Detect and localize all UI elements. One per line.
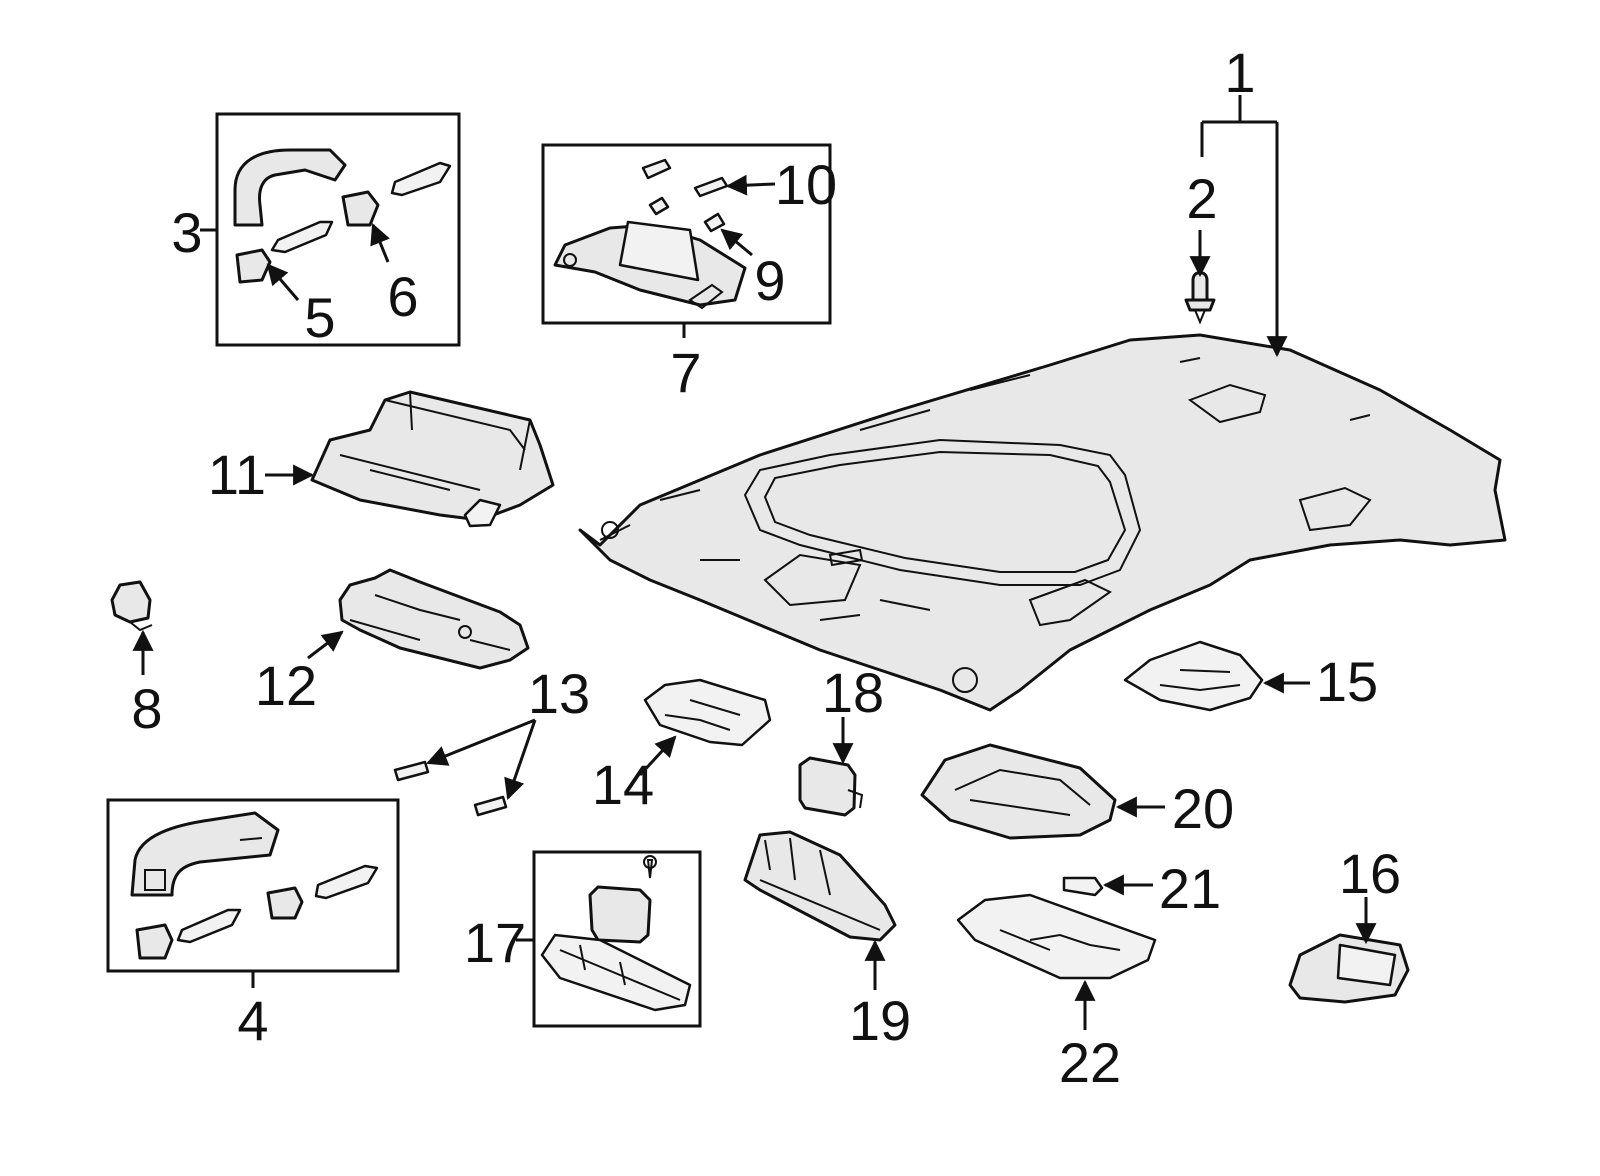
grab-handle-3 (233, 148, 347, 227)
callout-16: 16 (1339, 842, 1401, 905)
console-housing-12 (338, 568, 530, 670)
callout-18: 18 (822, 661, 884, 724)
handle-cap-6 (341, 190, 380, 227)
headliner-panel (578, 333, 1507, 712)
lamp-base-19 (743, 830, 897, 942)
visor-pin-9 (648, 196, 726, 233)
callout-6: 6 (387, 265, 418, 328)
callout-8: 8 (131, 677, 162, 740)
clip-fastener (1184, 271, 1216, 325)
lamp-module-17 (540, 855, 692, 1012)
handle-cap-5 (235, 248, 272, 284)
lens-22 (956, 893, 1157, 980)
callout-5: 5 (304, 286, 335, 349)
module-18 (798, 756, 864, 817)
callout-4: 4 (237, 989, 268, 1052)
callout-22: 22 (1059, 1031, 1121, 1094)
callout-20: 20 (1172, 777, 1234, 840)
callout-7: 7 (670, 341, 701, 404)
callout-14-leader (638, 735, 677, 777)
grab-handle-cap-4 (135, 886, 304, 960)
callout-12-leader (307, 630, 344, 660)
bulb-21 (1062, 876, 1104, 897)
callout-5-leader (266, 263, 300, 301)
callout-3: 3 (171, 201, 202, 264)
callout-13: 13 (528, 662, 590, 725)
callout-6-leader (370, 223, 390, 263)
grab-handle-4 (130, 811, 280, 897)
callout-13-leader-b (504, 719, 537, 800)
callout-2: 2 (1186, 167, 1217, 230)
callout-21: 21 (1159, 857, 1221, 920)
callout-12: 12 (255, 654, 317, 717)
retainer-clips-4 (176, 864, 379, 944)
callout-19: 19 (849, 989, 911, 1052)
callout-14: 14 (592, 753, 654, 816)
callout-13-leader-a (426, 718, 536, 766)
callout-11: 11 (208, 443, 266, 506)
callout-9: 9 (754, 249, 785, 312)
callout-10: 10 (775, 153, 837, 216)
sun-visor (553, 220, 747, 310)
kit-box-7 (541, 143, 832, 325)
kit-box-3 (215, 112, 461, 347)
visor-clip-10 (641, 158, 729, 198)
callout-15: 15 (1316, 650, 1378, 713)
lamp-assembly-16 (1288, 933, 1410, 1004)
callout-10-leader (725, 174, 776, 196)
hook-8 (110, 580, 153, 632)
callout-1-leader (1200, 95, 1288, 358)
bulbs-13 (393, 760, 508, 817)
callout-1: 1 (1224, 41, 1255, 104)
lens-15 (1123, 640, 1264, 712)
dome-lamp-20 (920, 743, 1117, 840)
callout-9-leader (720, 228, 753, 257)
callout-17: 17 (464, 911, 526, 974)
overhead-console-11 (310, 390, 555, 528)
retainer-clips-3 (270, 161, 452, 254)
lens-14 (643, 678, 772, 747)
